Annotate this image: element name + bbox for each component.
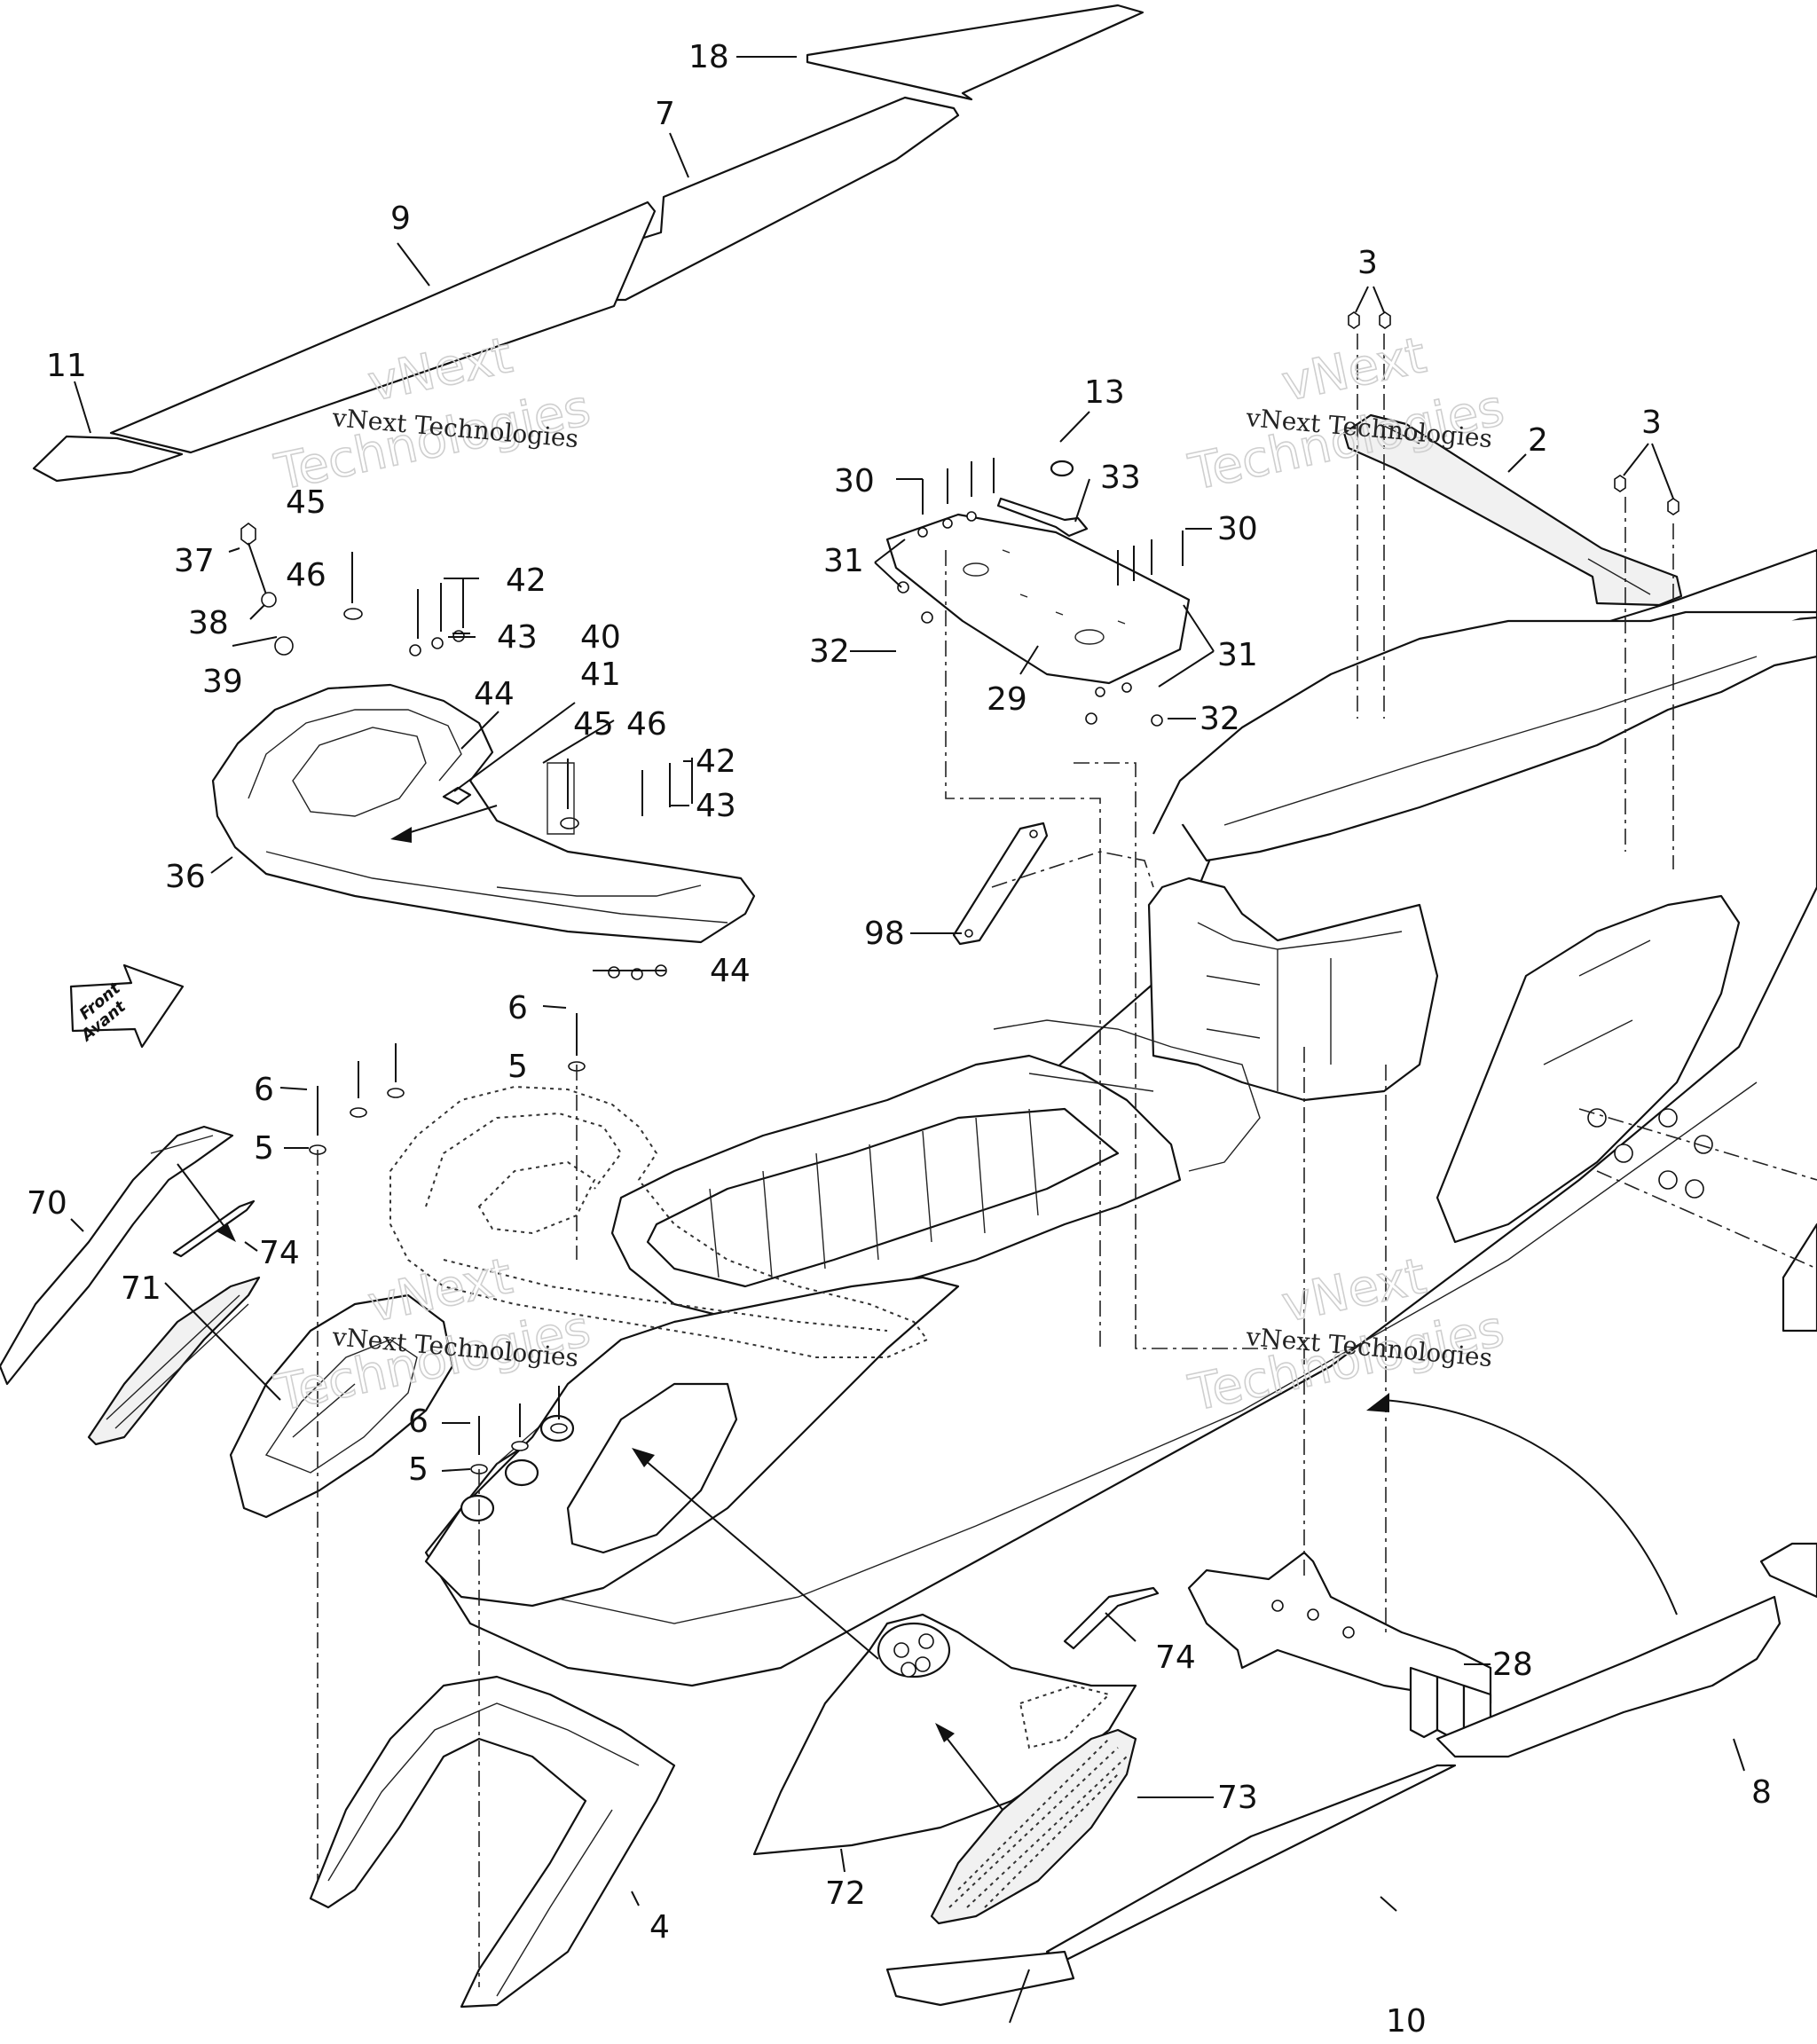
handlebar-hardware — [240, 523, 693, 980]
vent-grille-71 — [87, 1276, 261, 1446]
callout-7: 7 — [655, 96, 675, 132]
callout-71: 71 — [121, 1270, 161, 1307]
callout-72: 72 — [825, 1875, 866, 1912]
callout-30-left: 30 — [834, 463, 875, 499]
right-side-panel — [1436, 894, 1741, 1244]
callout-6-upper: 6 — [507, 990, 528, 1026]
mat-10 — [885, 1764, 1457, 2007]
callout-5-upper: 5 — [507, 1049, 528, 1085]
trim-strip-74-right — [1063, 1586, 1160, 1650]
footwell-deck — [610, 1019, 1261, 1324]
assembly-arrows — [177, 805, 1678, 1811]
fasteners-5-6 — [309, 1013, 586, 1474]
handlebar-36 — [211, 683, 756, 944]
callout-74-right: 74 — [1155, 1639, 1196, 1676]
callout-30-right: 30 — [1217, 511, 1258, 547]
trim-strip-74-left — [172, 1199, 256, 1258]
mat-18 — [806, 4, 1144, 101]
callout-39: 39 — [202, 664, 243, 700]
callout-43-lower: 43 — [696, 788, 736, 824]
bolts-30-right — [1085, 531, 1184, 727]
callout-3-upper: 3 — [1357, 245, 1378, 281]
callout-31-left: 31 — [823, 543, 864, 579]
callout-8: 8 — [1751, 1774, 1772, 1811]
callout-42-lower: 42 — [696, 743, 736, 780]
cut-edge-right — [1759, 1222, 1817, 1599]
bracket-2 — [1342, 413, 1683, 607]
callout-5-lower: 5 — [408, 1451, 429, 1488]
callout-2: 2 — [1528, 422, 1548, 459]
nut-3-set-b — [1614, 443, 1679, 515]
nut-3-set-a — [1348, 286, 1391, 329]
callout-38: 38 — [188, 605, 229, 641]
callout-73: 73 — [1217, 1780, 1258, 1816]
callout-32-left: 32 — [809, 633, 850, 670]
callout-41: 41 — [580, 656, 621, 693]
mat-8 — [1436, 1595, 1782, 1758]
callout-3-right: 3 — [1641, 405, 1662, 441]
callout-labels: 18 7 9 11 3 3 2 13 30 33 30 31 31 32 32 … — [27, 39, 1772, 2040]
callout-44-lower: 44 — [710, 953, 751, 989]
bracket-28 — [1187, 1551, 1492, 1742]
callout-6-mid: 6 — [254, 1072, 274, 1108]
callout-18: 18 — [688, 39, 729, 75]
callout-32-right: 32 — [1200, 701, 1240, 737]
callout-31-right: 31 — [1217, 637, 1258, 673]
seat-storage-bin — [1147, 877, 1439, 1102]
mat-11 — [32, 435, 184, 483]
callout-28: 28 — [1492, 1647, 1533, 1683]
alignment-lines — [317, 334, 1817, 1987]
callout-13: 13 — [1084, 374, 1125, 411]
callout-9: 9 — [390, 200, 411, 237]
front-deck — [424, 1276, 960, 1608]
callout-42-upper: 42 — [506, 562, 547, 599]
side-trim-70 — [0, 1125, 234, 1386]
callout-4: 4 — [649, 1909, 670, 1946]
callout-46-upper: 46 — [286, 557, 326, 594]
callout-5-mid: 5 — [254, 1130, 274, 1167]
callout-40: 40 — [580, 619, 621, 656]
bracket-98 — [952, 822, 1049, 946]
callout-29: 29 — [987, 681, 1027, 718]
front-arrow: Front Avant — [69, 963, 185, 1049]
callout-46-lower: 46 — [626, 706, 667, 743]
callout-11: 11 — [46, 348, 87, 384]
handlebar-ghost — [389, 1085, 929, 1358]
callout-36: 36 — [165, 859, 206, 895]
bracket-4 — [309, 1675, 676, 2009]
callout-44-upper: 44 — [474, 676, 515, 712]
plate-29 — [885, 513, 1191, 685]
callout-74-left: 74 — [259, 1235, 300, 1271]
leader-lines — [70, 56, 1745, 2024]
rear-deck-rim — [1152, 610, 1817, 862]
callout-6-lower: 6 — [408, 1403, 429, 1440]
callout-45-upper: 45 — [286, 484, 326, 521]
bolts-30-left — [897, 458, 995, 624]
callout-98: 98 — [864, 916, 905, 952]
callout-33: 33 — [1100, 460, 1141, 496]
callout-70: 70 — [27, 1185, 67, 1222]
callout-45-lower: 45 — [573, 706, 614, 743]
callout-10: 10 — [1386, 2003, 1427, 2040]
callout-43-upper: 43 — [497, 619, 538, 656]
latch-33 — [996, 460, 1089, 538]
front-handle-left — [229, 1293, 454, 1519]
mat-9 — [109, 200, 657, 454]
callout-37: 37 — [174, 543, 215, 579]
